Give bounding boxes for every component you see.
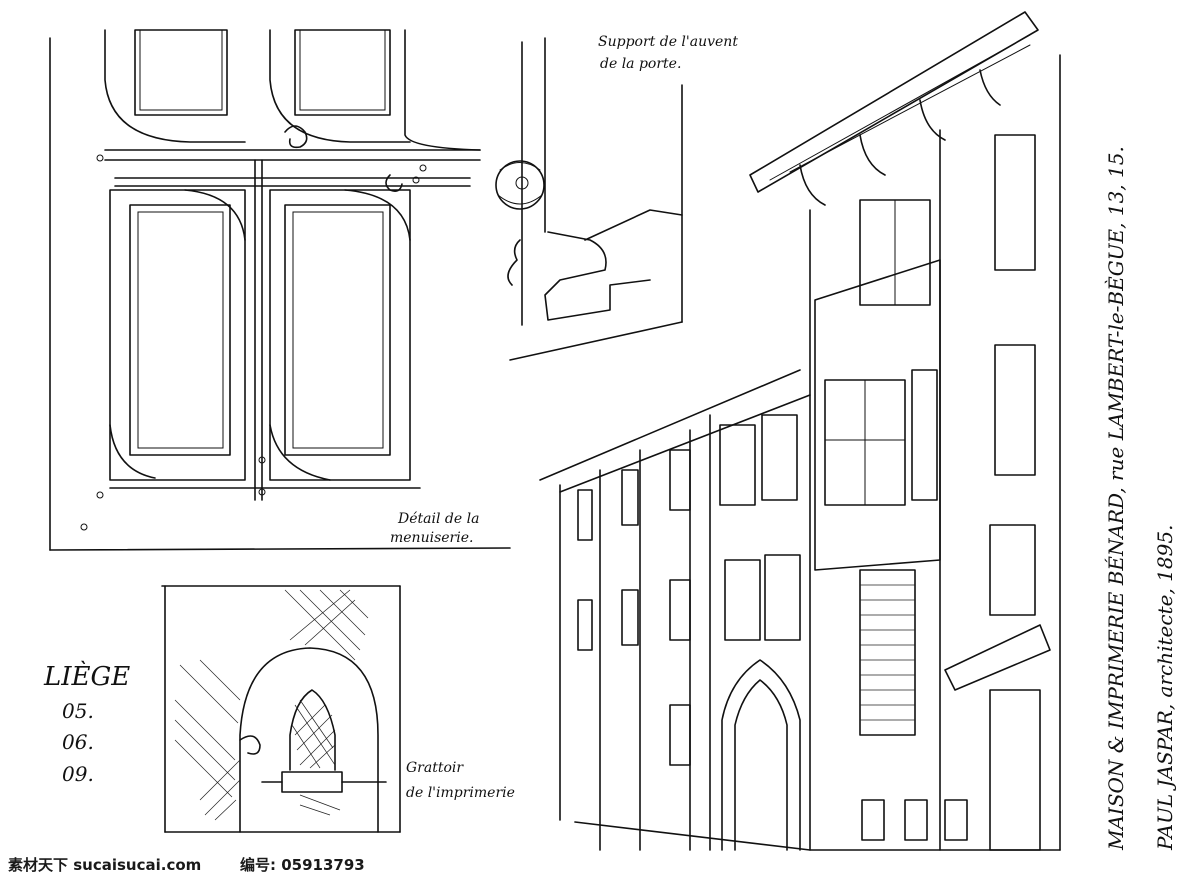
watermark-site: 素材天下 sucaisucai.com — [8, 856, 201, 874]
title-line1: MAISON & IMPRIMERIE BÉNARD, rue LAMBERT-… — [1104, 146, 1128, 851]
city-label: LIÈGE — [43, 660, 130, 692]
date-month: 06. — [62, 730, 94, 754]
facade-drawing — [539, 11, 1061, 851]
watermark-bar — [0, 848, 420, 888]
awning-support-drawing — [495, 37, 683, 361]
caption-door-line1: Détail de la — [397, 511, 479, 527]
caption-door-line2: menuiserie. — [390, 530, 473, 546]
date-day: 05. — [62, 699, 94, 723]
title-line2: PAUL JASPAR, architecte, 1895. — [1153, 525, 1177, 851]
caption-awning-line2: de la porte. — [600, 56, 681, 72]
date-year: 09. — [62, 762, 94, 786]
caption-awning-line1: Support de l'auvent — [598, 34, 738, 50]
watermark-id: 编号: 05913793 — [240, 856, 365, 874]
caption-scraper-line1: Grattoir — [406, 760, 464, 776]
caption-scraper-line2: de l'imprimerie — [406, 785, 515, 801]
scraper-drawing — [161, 585, 401, 833]
door-panel-drawing — [49, 29, 511, 551]
